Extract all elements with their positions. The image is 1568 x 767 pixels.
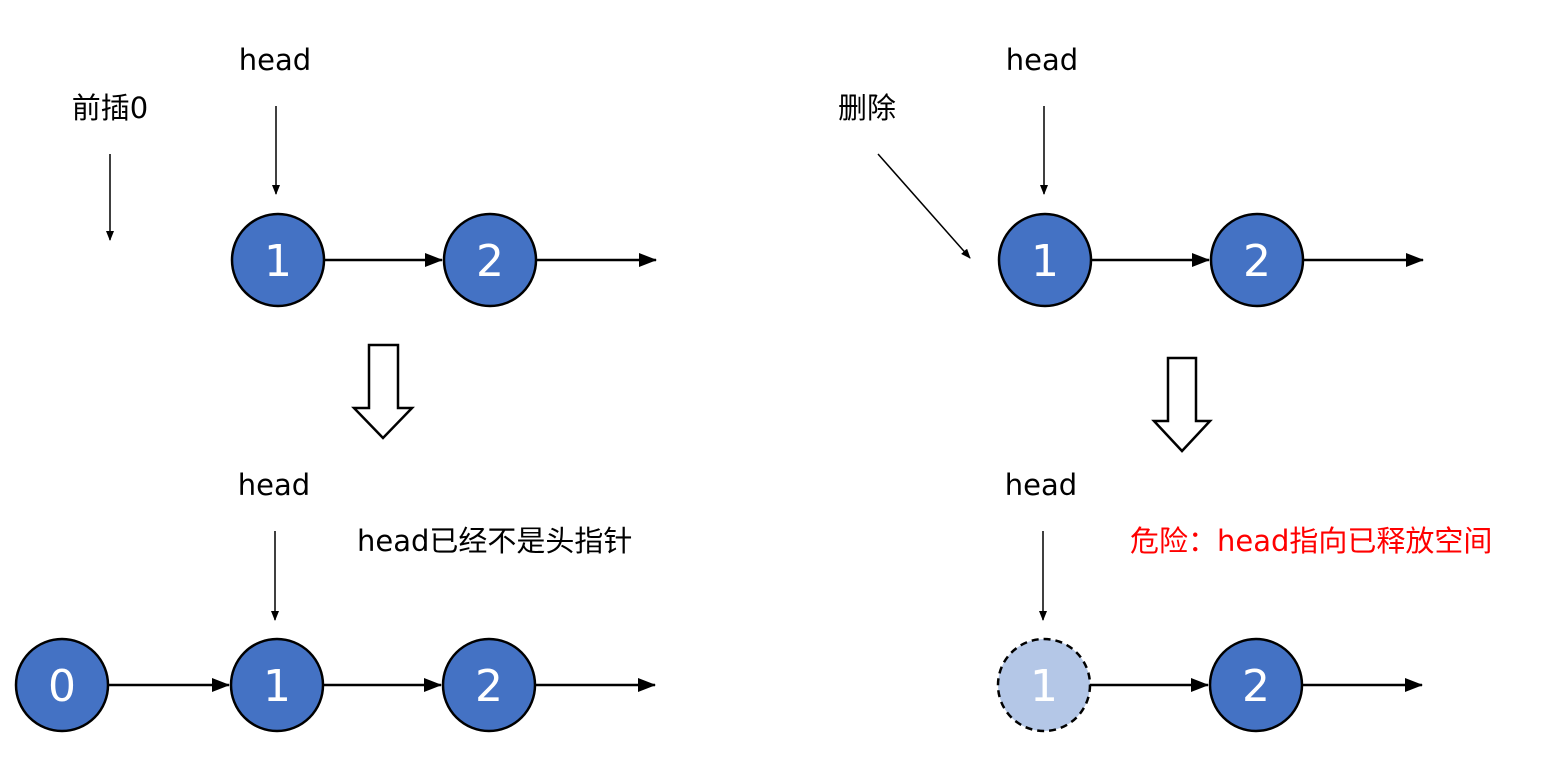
left-bottom-node-0-value: 0 <box>48 661 76 712</box>
right-transition-down-arrow <box>1151 356 1213 453</box>
left-bottom-node-2-value: 2 <box>475 661 503 712</box>
right-top-node-2-value: 2 <box>1243 236 1271 287</box>
right-top-head-label: head <box>1006 43 1078 77</box>
left-top-node-1-value: 1 <box>264 236 292 287</box>
left-top-head-label: head <box>239 43 311 77</box>
insert-label: 前插0 <box>72 91 148 125</box>
left-top-node-2-value: 2 <box>476 236 504 287</box>
left-transition-down-arrow <box>351 343 415 440</box>
left-bottom-section: head head已经不是头指针 0 1 2 <box>14 468 656 733</box>
right-bottom-head-label: head <box>1005 468 1077 502</box>
warning-label: 危险：head指向已释放空间 <box>1130 524 1492 558</box>
delete-label: 删除 <box>838 91 896 125</box>
left-note-label: head已经不是头指针 <box>357 524 632 558</box>
right-bottom-node-2-value: 2 <box>1242 661 1270 712</box>
right-top-node-1-value: 1 <box>1031 236 1059 287</box>
left-bottom-head-label: head <box>238 468 310 502</box>
right-bottom-freed-node-1-value: 1 <box>1030 661 1058 712</box>
left-top-section: head 前插0 1 2 <box>72 43 657 308</box>
delete-pointer-arrow <box>877 153 971 259</box>
right-bottom-section: head 危险：head指向已释放空间 1 2 <box>996 468 1492 733</box>
right-top-section: head 删除 1 2 <box>838 43 1424 308</box>
left-bottom-node-1-value: 1 <box>263 661 291 712</box>
